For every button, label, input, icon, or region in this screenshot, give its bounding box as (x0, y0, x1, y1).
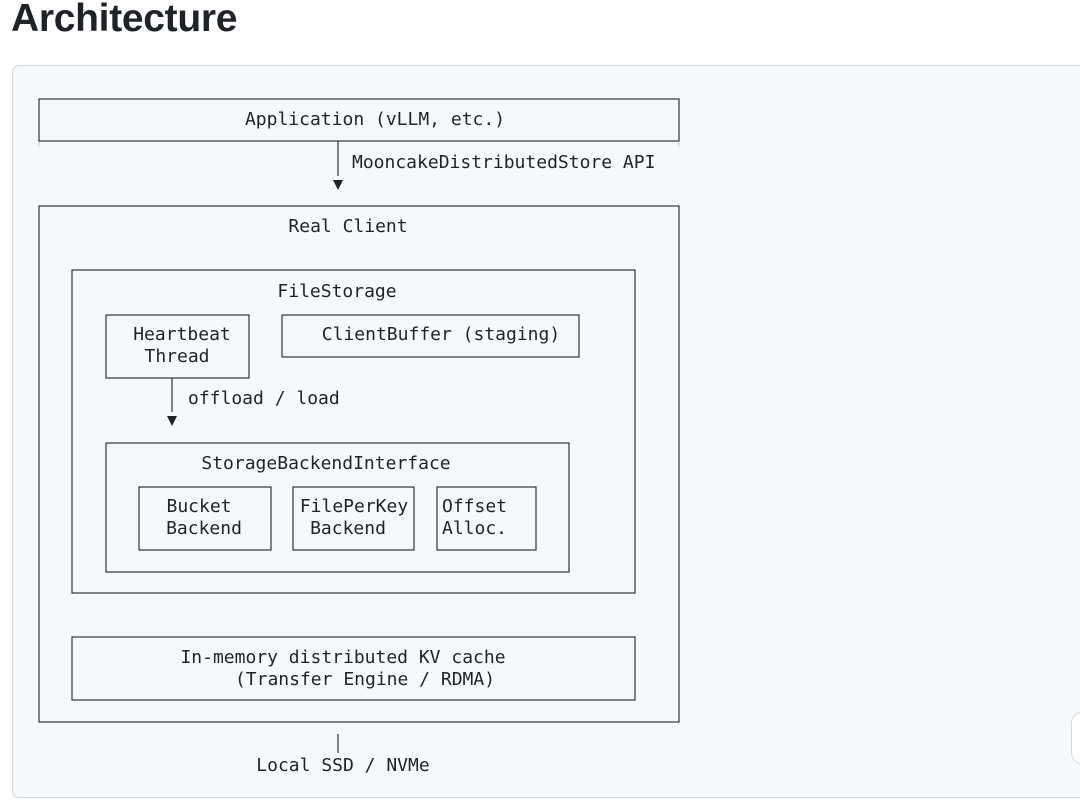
bucket-backend-line1: Bucket (166, 496, 231, 517)
real-client-box: Real Client (38, 205, 680, 723)
copy-button[interactable] (1071, 712, 1080, 764)
offload-label: offload / load (188, 388, 340, 409)
heartbeat-thread-box: Heartbeat Thread (105, 314, 250, 379)
bucket-backend-line2: Backend (166, 518, 242, 539)
fileperkey-backend-line2: Backend (310, 518, 386, 539)
arrow-down-icon (333, 180, 343, 190)
storage-backend-interface-box: StorageBackendInterface (105, 442, 570, 573)
application-box: Application (vLLM, etc.) (38, 98, 680, 147)
page-title: Architecture (11, 0, 238, 40)
bucket-backend-box: Bucket Backend (138, 486, 272, 551)
arrow-down-icon (167, 416, 177, 426)
local-ssd-connector: Local SSD / NVMe (256, 734, 430, 776)
heartbeat-label-line2: Thread (144, 346, 209, 367)
kv-cache-box: In-memory distributed KV cache (Transfer… (71, 636, 636, 701)
fileperkey-backend-box: FilePerKey Backend (292, 486, 415, 551)
offload-connector: offload / load (167, 378, 340, 426)
kv-cache-line2: (Transfer Engine / RDMA) (235, 669, 495, 690)
kv-cache-line1: In-memory distributed KV cache (180, 647, 505, 668)
application-label: Application (vLLM, etc.) (245, 109, 505, 130)
api-label: MooncakeDistributedStore API (352, 152, 655, 173)
code-block (12, 65, 1080, 798)
client-buffer-box: ClientBuffer (staging) (281, 314, 580, 358)
offset-alloc-line2: Alloc. (442, 518, 507, 539)
local-ssd-label: Local SSD / NVMe (256, 755, 429, 776)
api-connector: MooncakeDistributedStore API (333, 141, 655, 190)
storage-backend-interface-label: StorageBackendInterface (201, 453, 450, 474)
offset-alloc-box: Offset Alloc. (436, 486, 537, 551)
file-storage-label: FileStorage (277, 281, 396, 302)
fileperkey-backend-line1: FilePerKey (300, 496, 409, 517)
client-buffer-label: ClientBuffer (staging) (322, 324, 560, 345)
heartbeat-label-line1: Heartbeat (133, 324, 231, 345)
file-storage-box: FileStorage (71, 269, 636, 594)
real-client-label: Real Client (288, 216, 407, 237)
offset-alloc-line1: Offset (442, 496, 507, 517)
